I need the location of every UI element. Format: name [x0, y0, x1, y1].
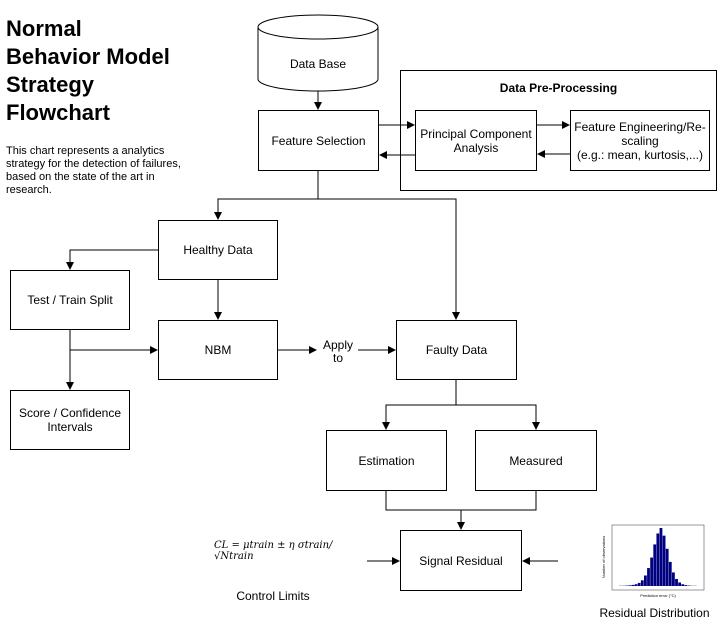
apply-to-line: Apply [322, 338, 354, 352]
histogram-bar [634, 584, 638, 586]
arrow-fs-to-healthy [214, 171, 319, 220]
arrow-fs-to-faulty [318, 198, 460, 320]
estimation-box: Estimation [326, 430, 447, 491]
fe-label-line: Feature Engineering/Re- [574, 119, 706, 134]
apply-to-label: Apply to [318, 339, 358, 365]
measured-label: Measured [509, 453, 563, 468]
histogram-bar [640, 580, 644, 586]
histogram-xlabel: Prediction error (°C) [640, 593, 676, 598]
score-label-line: Score / Confidence [18, 406, 122, 420]
measured-box: Measured [475, 430, 597, 491]
histogram-bar [668, 561, 672, 586]
test-train-split-label: Test / Train Split [27, 293, 113, 307]
formula-text: CL = μtrain ± η σtrain/√Ntrain [214, 540, 333, 562]
histogram-bar [637, 582, 641, 586]
score-confidence-box: Score / Confidence Intervals [10, 390, 130, 450]
database-cylinder: Data Base [257, 14, 379, 92]
nbm-box: NBM [158, 320, 278, 380]
histogram-bar [665, 548, 669, 586]
fe-label-line: (e.g.: mean, kurtosis,...) [576, 147, 704, 162]
pca-label-line: Principal Component [420, 126, 532, 141]
database-label: Data Base [290, 57, 346, 71]
description-text: This chart represents a analytics strate… [6, 145, 181, 196]
estimation-label: Estimation [358, 453, 415, 468]
title-line: Flowchart [6, 100, 110, 125]
feature-selection-label: Feature Selection [271, 133, 366, 148]
residual-distribution-histogram: Prediction error (°C) Number of observat… [601, 524, 705, 598]
healthy-data-label: Healthy Data [183, 243, 253, 257]
histogram-bar [628, 585, 632, 586]
arrow-faulty-to-measured [456, 404, 540, 430]
fe-label-line: scaling [621, 133, 659, 148]
arrow-healthy-to-split [66, 249, 158, 270]
page-title: Normal Behavior Model Strategy Flowchart [6, 15, 206, 127]
pca-box: Principal Component Analysis [415, 110, 537, 171]
histogram-bar [644, 575, 647, 586]
title-line: Normal [6, 16, 82, 41]
feature-engineering-box: Feature Engineering/Re- scaling (e.g.: m… [570, 110, 710, 171]
histogram-bar [681, 584, 685, 586]
nbm-label: NBM [204, 343, 232, 357]
histogram-bar [675, 579, 678, 586]
faulty-data-label: Faulty Data [425, 343, 488, 357]
histogram-bar [672, 572, 675, 586]
title-line: Behavior Model [6, 44, 170, 69]
control-limits-formula: CL = μtrain ± η σtrain/√Ntrain [214, 540, 334, 562]
signal-residual-label: Signal Residual [419, 553, 503, 568]
histogram-bar [684, 585, 688, 586]
healthy-data-box: Healthy Data [158, 220, 278, 280]
histogram-bar [662, 535, 666, 586]
preprocessing-title: Data Pre-Processing [499, 81, 618, 95]
histogram-bar [631, 584, 635, 586]
arrow-faulty-to-estimation [382, 380, 457, 430]
title-line: Strategy [6, 72, 95, 97]
score-label-line: Intervals [47, 420, 93, 434]
test-train-split-box: Test / Train Split [10, 270, 130, 330]
residual-distribution-label: Residual Distribution [599, 606, 710, 620]
pca-label-line: Analysis [453, 140, 499, 155]
apply-to-line: to [332, 351, 343, 365]
signal-residual-box: Signal Residual [400, 530, 522, 591]
arrow-split-to-nbm [69, 330, 158, 354]
histogram-ylabel: Number of observations [601, 536, 606, 578]
arrow-merge-to-residual [385, 491, 537, 529]
histogram-bar [650, 557, 654, 586]
feature-selection-box: Feature Selection [258, 110, 379, 171]
faulty-data-box: Faulty Data [396, 320, 517, 380]
histogram-bar [653, 544, 657, 586]
histogram-bar [647, 568, 650, 586]
histogram-bar [678, 582, 682, 586]
histogram-bar [656, 533, 660, 586]
control-limits-label: Control Limits [236, 589, 310, 603]
histogram-bar [659, 528, 663, 586]
